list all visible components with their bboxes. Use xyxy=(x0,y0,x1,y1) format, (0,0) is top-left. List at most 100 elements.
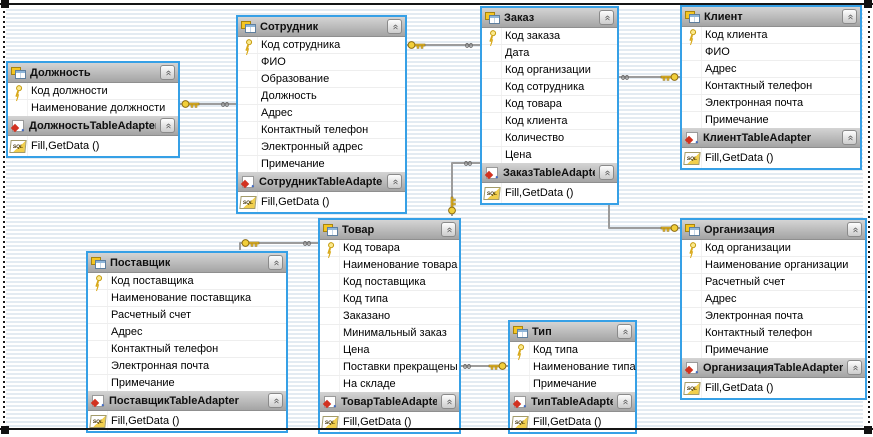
table-row[interactable]: Код заказа xyxy=(482,28,617,45)
table-row[interactable]: Электронный адрес xyxy=(238,139,405,156)
collapse-button[interactable] xyxy=(617,394,632,409)
table-row[interactable]: Адрес xyxy=(238,105,405,122)
relation-postavshchik-tovar[interactable]: ∞ xyxy=(239,236,318,250)
resize-handle-top-right[interactable] xyxy=(864,0,872,8)
collapse-button[interactable] xyxy=(268,255,283,270)
table-row[interactable]: Код клиента xyxy=(682,27,860,44)
collapse-button[interactable] xyxy=(847,360,862,375)
table-row[interactable]: Код товара xyxy=(320,240,459,257)
table-row[interactable]: Примечание xyxy=(510,376,635,392)
relation-sotrudnik-zakaz[interactable]: ∞ xyxy=(405,38,480,52)
table-row[interactable]: Минимальный заказ xyxy=(320,325,459,342)
collapse-button[interactable] xyxy=(387,174,402,189)
resize-handle-top-left[interactable] xyxy=(1,0,9,8)
table-header[interactable]: Товар xyxy=(320,220,459,240)
table-row[interactable]: Контактный телефон xyxy=(88,341,286,358)
adapter-method-row[interactable]: Fill,GetData () xyxy=(682,148,860,168)
table-row[interactable]: Адрес xyxy=(682,291,865,308)
adapter-header[interactable]: ДолжностьTableAdapter xyxy=(8,116,178,136)
table-row[interactable]: Контактный телефон xyxy=(238,122,405,139)
adapter-header[interactable]: ТоварTableAdapter xyxy=(320,392,459,412)
collapse-button[interactable] xyxy=(847,222,862,237)
table-header[interactable]: Заказ xyxy=(482,8,617,28)
table-row[interactable]: Дата xyxy=(482,45,617,62)
adapter-header[interactable]: ОрганизацияTableAdapter xyxy=(682,358,865,378)
adapter-method-row[interactable]: Fill,GetData () xyxy=(8,136,178,156)
collapse-button[interactable] xyxy=(842,130,857,145)
collapse-button[interactable] xyxy=(268,393,283,408)
table-row[interactable]: Примечание xyxy=(238,156,405,172)
table-row[interactable]: Код сотрудника xyxy=(482,79,617,96)
table-row[interactable]: Примечание xyxy=(682,342,865,358)
adapter-method-row[interactable]: Fill,GetData () xyxy=(238,192,405,212)
table-row[interactable]: Должность xyxy=(238,88,405,105)
resize-handle-bottom-left[interactable] xyxy=(1,426,9,434)
relation-dolzhnost-sotrudnik[interactable]: ∞ xyxy=(180,97,236,111)
adapter-method-row[interactable]: Fill,GetData () xyxy=(510,412,635,432)
table-row[interactable]: ФИО xyxy=(682,44,860,61)
adapter-method-row[interactable]: Fill,GetData () xyxy=(682,378,865,398)
relation-klient-zakaz[interactable]: ∞ xyxy=(617,70,680,84)
adapter-header[interactable]: СотрудникTableAdapter xyxy=(238,172,405,192)
table-row[interactable]: Количество xyxy=(482,130,617,147)
table-row[interactable]: Расчетный счет xyxy=(682,274,865,291)
collapse-button[interactable] xyxy=(441,394,456,409)
relation-tovar-zakaz[interactable]: ∞ xyxy=(448,156,480,216)
adapter-header[interactable]: ПоставщикTableAdapter xyxy=(88,391,286,411)
table-row[interactable]: Наименование должности xyxy=(8,100,178,116)
table-row[interactable]: Цена xyxy=(320,342,459,359)
collapse-button[interactable] xyxy=(599,10,614,25)
table-row[interactable]: Код типа xyxy=(510,342,635,359)
table-row[interactable]: Наименование товара xyxy=(320,257,459,274)
table-header[interactable]: Поставщик xyxy=(88,253,286,273)
adapter-header[interactable]: ЗаказTableAdapter xyxy=(482,163,617,183)
adapter-method-row[interactable]: Fill,GetData () xyxy=(482,183,617,203)
collapse-button[interactable] xyxy=(599,165,614,180)
table-row[interactable]: Наименование типа xyxy=(510,359,636,376)
table-header[interactable]: Клиент xyxy=(682,7,860,27)
table-row[interactable]: Заказано xyxy=(320,308,459,325)
table-row[interactable]: Код сотрудника xyxy=(238,37,405,54)
table-row[interactable]: Код клиента xyxy=(482,113,617,130)
table-row[interactable]: Наименование организации xyxy=(682,257,865,274)
table-row[interactable]: Электронная почта xyxy=(88,358,286,375)
table-row[interactable]: Образование xyxy=(238,71,405,88)
table-row[interactable]: Электронная почта xyxy=(682,308,865,325)
table-row[interactable]: Код товара xyxy=(482,96,617,113)
table-row[interactable]: Примечание xyxy=(88,375,286,391)
table-header[interactable]: Сотрудник xyxy=(238,17,405,37)
adapter-method-row[interactable]: Fill,GetData () xyxy=(88,411,286,431)
table-row[interactable]: Код организации xyxy=(682,240,865,257)
table-row[interactable]: Адрес xyxy=(88,324,286,341)
table-row[interactable]: Цена xyxy=(482,147,617,163)
adapter-header[interactable]: ТипTableAdapter xyxy=(510,392,635,412)
table-row[interactable]: На складе xyxy=(320,376,459,392)
table-row[interactable]: Код должности xyxy=(8,83,178,100)
collapse-button[interactable] xyxy=(441,222,456,237)
table-row[interactable]: Адрес xyxy=(682,61,860,78)
relation-tip-tovar[interactable]: ∞ xyxy=(459,359,508,373)
table-row[interactable]: Расчетный счет xyxy=(88,307,286,324)
resize-handle-bottom-right[interactable] xyxy=(864,426,872,434)
table-row[interactable]: Электронная почта xyxy=(682,95,860,112)
table-row[interactable]: Контактный телефон xyxy=(682,78,860,95)
collapse-button[interactable] xyxy=(842,9,857,24)
table-header[interactable]: Тип xyxy=(510,322,635,342)
collapse-button[interactable] xyxy=(387,19,402,34)
table-row[interactable]: Код организации xyxy=(482,62,617,79)
table-row[interactable]: Примечание xyxy=(682,112,860,128)
collapse-button[interactable] xyxy=(160,65,175,80)
table-row[interactable]: Поставки прекращены xyxy=(320,359,459,376)
collapse-button[interactable] xyxy=(160,118,175,133)
table-row[interactable]: Код поставщика xyxy=(88,273,286,290)
table-row[interactable]: ФИО xyxy=(238,54,405,71)
collapse-button[interactable] xyxy=(617,324,632,339)
table-row[interactable]: Наименование поставщика xyxy=(88,290,286,307)
table-header[interactable]: Организация xyxy=(682,220,865,240)
table-row[interactable]: Контактный телефон xyxy=(682,325,865,342)
table-row[interactable]: Код поставщика xyxy=(320,274,459,291)
table-row[interactable]: Код типа xyxy=(320,291,459,308)
adapter-header[interactable]: КлиентTableAdapter xyxy=(682,128,860,148)
table-header[interactable]: Должность xyxy=(8,63,178,83)
adapter-method-row[interactable]: Fill,GetData () xyxy=(320,412,459,432)
